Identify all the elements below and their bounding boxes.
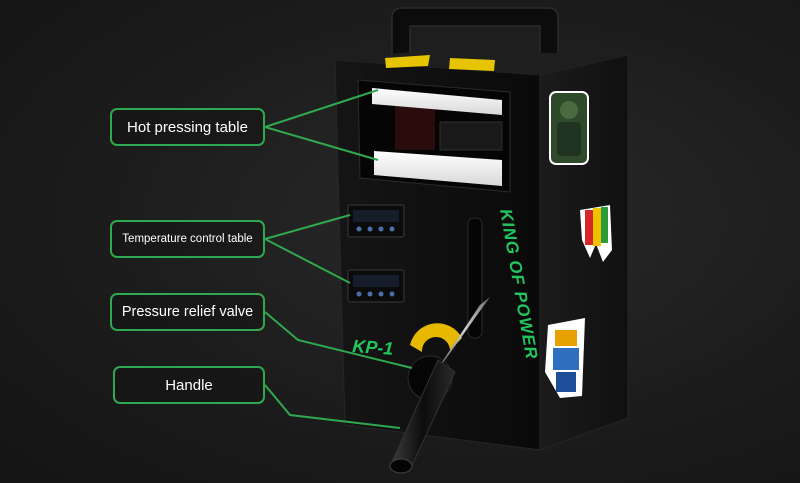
callout-temperature-control-table-label: Temperature control table bbox=[122, 233, 253, 245]
callout-hot-pressing-table-label: Hot pressing table bbox=[127, 118, 248, 136]
callout-hot-pressing-table: Hot pressing table bbox=[110, 108, 265, 146]
pressure-gauge bbox=[410, 323, 462, 352]
leader-hot-upper bbox=[264, 89, 379, 128]
sticker-drip-icon bbox=[580, 205, 612, 262]
callout-pressure-relief-valve: Pressure relief valve bbox=[110, 293, 265, 331]
callout-handle-label: Handle bbox=[165, 376, 213, 394]
warning-sticker-icon bbox=[449, 58, 495, 71]
temperature-display-lower bbox=[347, 269, 405, 303]
sticker-gorilla-icon bbox=[549, 91, 589, 165]
lever-rod bbox=[438, 297, 490, 368]
lever-grip-end bbox=[389, 458, 413, 474]
callout-pressure-relief-valve-label: Pressure relief valve bbox=[121, 304, 254, 320]
leader-handle bbox=[264, 384, 401, 429]
leader-hot-lower bbox=[264, 126, 379, 161]
piston-block bbox=[439, 121, 503, 151]
temperature-display-upper bbox=[347, 204, 405, 238]
warning-sticker-icon bbox=[385, 55, 430, 68]
leader-valve bbox=[264, 311, 413, 369]
callout-handle: Handle bbox=[113, 366, 265, 404]
model-label: KP-1 bbox=[352, 336, 394, 359]
lower-hot-plate bbox=[374, 151, 502, 186]
sticker-character-icon bbox=[545, 318, 585, 398]
leader-lines bbox=[264, 89, 413, 429]
leader-temp-upper bbox=[264, 214, 351, 240]
leader-temp-lower bbox=[264, 238, 351, 284]
upper-hot-plate bbox=[372, 88, 502, 115]
callout-temperature-control-table: Temperature control table bbox=[110, 220, 265, 258]
